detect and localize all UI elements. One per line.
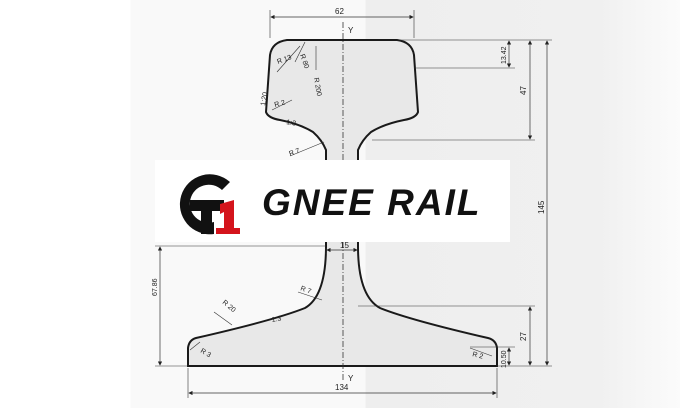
- head-top-label: 13.42: [501, 46, 508, 64]
- dimension-head-top: 13.42: [501, 40, 512, 68]
- head-height-label: 47: [519, 86, 528, 95]
- dimension-foot-width: 134: [187, 368, 498, 398]
- radius-r3: R 3: [199, 348, 212, 360]
- slope-foot-top: 1:3: [271, 315, 282, 324]
- dimension-foot-edge: 10.50: [501, 347, 512, 368]
- slope-head-side: 1:20: [260, 92, 269, 107]
- radius-r2-foot: R 2: [471, 351, 483, 361]
- radius-r7-head: R 7: [288, 148, 301, 158]
- brand-wordmark: GNEE RAIL: [262, 182, 482, 223]
- web-thickness-label: 15: [340, 241, 349, 250]
- radius-r7-foot: R 7: [299, 285, 312, 295]
- dimension-neutral-axis: 67.86: [152, 245, 326, 367]
- dimension-total-height: 145: [537, 40, 550, 366]
- radius-r80: R 80: [298, 53, 310, 69]
- radius-r2-head: R 2: [274, 99, 286, 109]
- foot-height-label: 27: [519, 332, 528, 341]
- radius-r200: R 200: [312, 77, 322, 97]
- radius-r20: R 20: [221, 299, 237, 314]
- axis-label-top: Y: [348, 26, 354, 35]
- gnee-rail-logo-mark: [179, 174, 240, 235]
- total-height-label: 145: [537, 200, 546, 214]
- dimension-web-thickness: 15: [325, 241, 358, 254]
- foot-edge-label: 10.50: [501, 350, 508, 368]
- slope-head-under: 1:3: [286, 119, 297, 128]
- dimension-head-width: 62: [269, 7, 415, 38]
- dimension-head-height: 47: [519, 40, 533, 140]
- foot-width-label: 134: [335, 383, 349, 392]
- axis-label-bottom: Y: [348, 374, 354, 383]
- radius-r13: R 13: [276, 54, 292, 66]
- dimension-foot-height: 27: [519, 306, 533, 366]
- neutral-axis-label: 67.86: [152, 278, 159, 296]
- head-width-label: 62: [335, 7, 344, 16]
